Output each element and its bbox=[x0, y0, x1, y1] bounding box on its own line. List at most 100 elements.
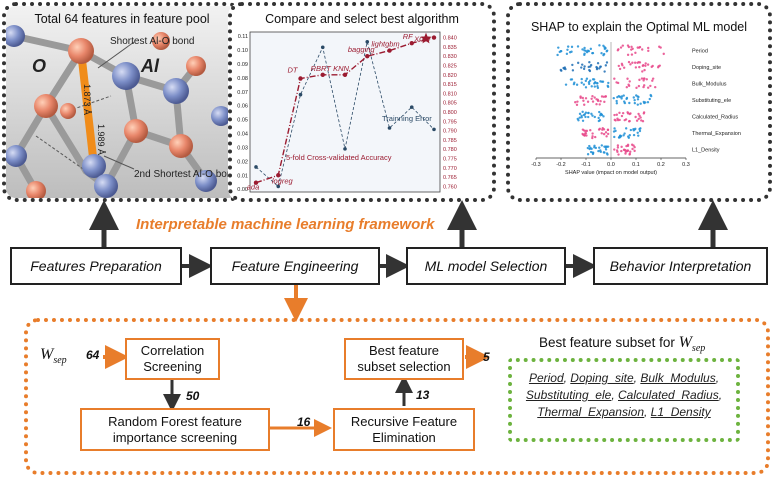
shap-tick-label: 0.3 bbox=[682, 162, 690, 168]
shap-point bbox=[583, 132, 587, 135]
accuracy-point bbox=[365, 53, 370, 59]
shap-point bbox=[632, 133, 636, 137]
recursive-feature-elimination-box[interactable]: Recursive Feature Elimination bbox=[333, 408, 475, 451]
shap-point bbox=[623, 132, 626, 135]
shap-point bbox=[593, 115, 596, 119]
count-after-correlation: 50 bbox=[186, 389, 200, 403]
shap-point bbox=[583, 103, 586, 106]
shap-point bbox=[593, 85, 597, 88]
shap-point bbox=[632, 96, 635, 99]
shap-point bbox=[598, 110, 601, 114]
shap-feature-label: L1_Density bbox=[692, 148, 720, 154]
error-point bbox=[409, 105, 414, 109]
shap-point bbox=[649, 84, 652, 88]
left-tick-label: 0.02 bbox=[237, 159, 248, 165]
shap-point bbox=[602, 52, 606, 56]
right-tick-label: 0.785 bbox=[443, 138, 457, 144]
shap-point bbox=[631, 61, 634, 64]
w-sep-sub: sep bbox=[53, 355, 67, 367]
shap-point bbox=[614, 119, 617, 122]
shap-point bbox=[585, 77, 589, 80]
shap-point bbox=[637, 95, 640, 99]
shap-point bbox=[571, 69, 575, 72]
stage-behavior-interpretation[interactable]: Behavior Interpretation bbox=[593, 247, 768, 285]
shap-point bbox=[603, 145, 606, 148]
count-after-rfe: 13 bbox=[416, 388, 430, 402]
shap-point bbox=[662, 52, 665, 56]
shap-point bbox=[640, 119, 643, 122]
shap-point bbox=[598, 118, 602, 122]
model-label: DT bbox=[288, 66, 299, 75]
shap-feature-label: Period bbox=[692, 48, 708, 54]
shap-point bbox=[628, 134, 631, 137]
shap-point bbox=[599, 112, 603, 116]
shap-point bbox=[633, 61, 637, 64]
shap-point bbox=[658, 45, 661, 48]
shap-point bbox=[615, 102, 619, 105]
error-point bbox=[320, 45, 325, 50]
accuracy-annotation: 5-fold Cross-validated Accuracy bbox=[286, 153, 392, 162]
shap-point bbox=[581, 63, 584, 66]
shap-point bbox=[566, 48, 569, 52]
shap-point bbox=[556, 53, 559, 57]
shap-point bbox=[562, 66, 565, 70]
shap-title: SHAP to explain the Optimal ML model bbox=[530, 20, 748, 34]
shap-point bbox=[625, 86, 629, 89]
shap-point bbox=[602, 95, 606, 99]
shap-point bbox=[616, 117, 619, 120]
best-subset-selection-box[interactable]: Best feature subset selection bbox=[344, 338, 464, 380]
shap-point bbox=[605, 145, 609, 148]
shap-point bbox=[598, 127, 602, 130]
shap-point bbox=[583, 65, 586, 68]
shap-point bbox=[589, 129, 592, 132]
shap-point bbox=[600, 132, 603, 135]
shap-point bbox=[580, 77, 583, 81]
shap-point bbox=[625, 96, 629, 100]
random-forest-screening-box[interactable]: Random Forest feature importance screeni… bbox=[80, 408, 270, 451]
model-label: logreg bbox=[272, 176, 294, 185]
shap-point bbox=[642, 79, 645, 82]
shap-tick-label: 0.1 bbox=[632, 162, 640, 168]
shap-point bbox=[581, 132, 584, 136]
shap-point bbox=[570, 45, 574, 49]
shap-point bbox=[604, 148, 608, 151]
shap-point bbox=[628, 101, 631, 105]
stage-ml-model-selection[interactable]: ML model Selection bbox=[406, 247, 566, 285]
shap-point bbox=[605, 50, 608, 53]
shap-point bbox=[589, 47, 593, 51]
shap-point bbox=[633, 98, 636, 102]
shap-point bbox=[651, 64, 654, 68]
stage-feature-engineering[interactable]: Feature Engineering bbox=[210, 247, 380, 285]
shap-point bbox=[615, 81, 618, 84]
shap-point bbox=[581, 119, 585, 122]
aluminum-label: Al bbox=[141, 56, 159, 76]
shap-point bbox=[602, 115, 605, 118]
model-label: RF bbox=[403, 32, 413, 41]
feature-pool-panel: Total 64 features in feature pool O Al S… bbox=[2, 2, 242, 202]
shap-point bbox=[633, 101, 637, 105]
shap-point bbox=[590, 112, 593, 116]
shap-point bbox=[630, 143, 634, 146]
correlation-screening-box[interactable]: Correlation Screening bbox=[125, 338, 220, 380]
right-tick-label: 0.795 bbox=[443, 119, 457, 125]
shap-feature-label: Doping_site bbox=[692, 65, 721, 71]
shap-point bbox=[591, 136, 594, 140]
shap-point bbox=[582, 83, 586, 86]
model-label: XGB bbox=[413, 35, 430, 44]
right-tick-label: 0.825 bbox=[443, 63, 457, 69]
shap-point bbox=[651, 79, 654, 82]
stage-features-preparation[interactable]: Features Preparation bbox=[10, 247, 182, 285]
second-bond-label: 2nd Shortest Al-O bond bbox=[134, 169, 238, 180]
shap-point bbox=[595, 98, 598, 101]
shap-feature-label: Bulk_Modulus bbox=[692, 81, 727, 87]
shap-point bbox=[637, 134, 640, 137]
shap-point bbox=[634, 66, 638, 69]
shap-point bbox=[586, 100, 590, 103]
model-label: lightgbm bbox=[371, 40, 399, 49]
error-point bbox=[387, 126, 392, 130]
shap-point bbox=[613, 127, 616, 130]
accuracy-point bbox=[387, 48, 392, 53]
shap-point bbox=[595, 65, 598, 69]
bond-length-2: 1.989 Å bbox=[96, 124, 106, 156]
right-tick-label: 0.765 bbox=[443, 175, 457, 181]
